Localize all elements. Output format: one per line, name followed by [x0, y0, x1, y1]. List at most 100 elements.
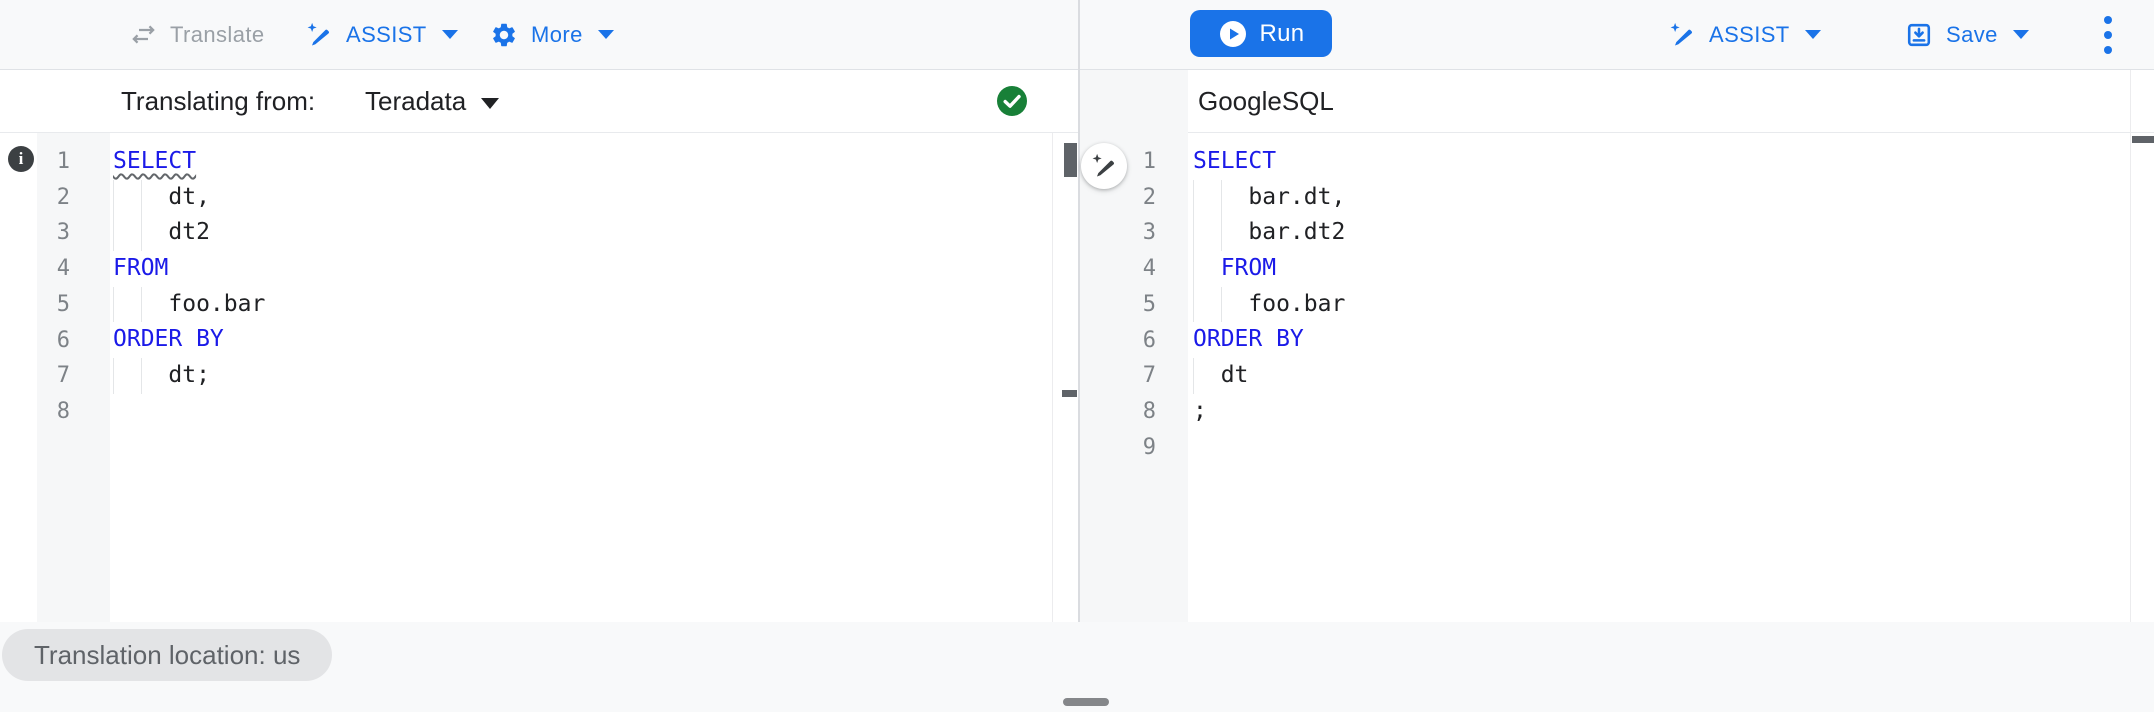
indent-guide — [140, 358, 142, 394]
line-number: 6 — [56, 327, 70, 353]
translate-button[interactable]: Translate — [130, 0, 265, 69]
success-check-icon — [997, 86, 1027, 116]
line-number: 2 — [1142, 184, 1156, 210]
assist-menu-right[interactable]: ASSIST — [1668, 0, 1821, 69]
code-line: SELECT — [1193, 144, 2123, 180]
code-line: bar.dt2 — [1193, 215, 2123, 252]
code-line: ; — [1193, 394, 2123, 430]
source-pane: Translating from: Teradata i 1 2 3 4 5 6 7 8 SE… — [0, 70, 1078, 622]
save-menu[interactable]: Save — [1905, 0, 2029, 69]
line-number: 8 — [56, 398, 70, 424]
source-line-numbers: 1 2 3 4 5 6 7 8 — [0, 144, 70, 430]
indent-guide — [1220, 179, 1222, 216]
code-line: foo.bar — [113, 286, 1043, 323]
indent-guide — [113, 179, 114, 216]
code-line: dt — [1193, 358, 2123, 394]
chevron-down-icon — [1804, 30, 1821, 39]
code-line: SELECT — [113, 144, 1043, 180]
code-token: bar.dt2 — [1248, 219, 1346, 246]
line-number: 4 — [56, 256, 70, 282]
chevron-down-icon — [597, 30, 614, 39]
pane-resize-handle[interactable] — [1063, 698, 1109, 706]
chevron-down-icon — [2012, 30, 2029, 39]
run-label: Run — [1259, 19, 1305, 47]
code-token: SELECT — [113, 148, 197, 174]
code-line: FROM — [113, 251, 1043, 287]
indent-guide — [113, 358, 114, 394]
assist-label: ASSIST — [1709, 21, 1790, 47]
line-number: 7 — [56, 363, 70, 389]
more-menu[interactable]: More — [490, 0, 614, 69]
indent-guide — [140, 215, 142, 252]
kebab-menu-icon[interactable] — [2092, 0, 2124, 69]
translation-location-label: Translation location: us — [34, 639, 301, 670]
line-number: 5 — [56, 291, 70, 317]
code-token: ORDER BY — [113, 326, 224, 353]
code-token: ; — [1193, 397, 1207, 424]
line-number: 6 — [1142, 327, 1156, 353]
translation-location-chip: Translation location: us — [2, 629, 333, 681]
code-line: ORDER BY — [113, 322, 1043, 358]
code-line: FROM — [1193, 251, 2123, 287]
code-line: ORDER BY — [1193, 322, 2123, 358]
source-dialect-select[interactable]: Teradata — [365, 86, 500, 117]
indent-guide — [1193, 358, 1194, 394]
indent-guide — [140, 179, 142, 216]
line-number: 4 — [1142, 256, 1156, 282]
save-box-icon — [1905, 21, 1933, 49]
indent-guide — [1220, 286, 1222, 323]
target-pane-header: GoogleSQL — [1188, 70, 2154, 133]
source-scrollbar-thumb[interactable] — [1064, 143, 1077, 177]
target-scrollbar-thumb[interactable] — [2132, 136, 2154, 143]
line-number: 3 — [1142, 220, 1156, 246]
code-token: foo.bar — [168, 290, 266, 317]
code-token: foo.bar — [1248, 290, 1346, 317]
dialect-value: Teradata — [365, 86, 467, 116]
code-token: dt2 — [168, 219, 210, 246]
indent-guide — [113, 286, 114, 323]
line-number: 8 — [1142, 398, 1156, 424]
pane-divider[interactable] — [1078, 0, 1080, 622]
code-token: ORDER BY — [1193, 326, 1304, 353]
indent-guide — [1220, 215, 1222, 252]
indent-guide — [1193, 215, 1194, 252]
code-token: dt — [1220, 362, 1249, 389]
code-line — [1193, 430, 2123, 466]
indent-guide — [1193, 179, 1194, 216]
line-number: 2 — [56, 184, 70, 210]
code-token: dt, — [168, 183, 210, 210]
info-icon[interactable]: i — [8, 146, 34, 172]
magic-pen-icon — [305, 21, 333, 49]
code-token: dt; — [168, 362, 210, 389]
save-label: Save — [1946, 21, 1998, 47]
code-line — [113, 394, 1043, 430]
indent-guide — [140, 286, 142, 323]
line-number: 5 — [1142, 291, 1156, 317]
magic-pen-icon[interactable] — [1081, 143, 1127, 189]
source-scrollbar-track — [1052, 133, 1053, 622]
line-number: 1 — [56, 149, 70, 174]
code-line: dt, — [113, 179, 1043, 216]
line-number: 3 — [56, 220, 70, 246]
run-button[interactable]: Run — [1190, 10, 1332, 57]
gear-icon — [490, 21, 518, 49]
indent-guide — [1193, 251, 1194, 287]
translating-from-label: Translating from: — [121, 86, 316, 116]
assist-menu-left[interactable]: ASSIST — [305, 0, 458, 69]
chevron-down-icon — [481, 98, 500, 109]
source-pane-header: Translating from: Teradata — [0, 70, 1078, 133]
assist-label: ASSIST — [346, 21, 427, 47]
code-token: FROM — [1220, 255, 1277, 282]
magic-pen-icon — [1668, 21, 1696, 49]
code-token: FROM — [113, 255, 169, 282]
target-scrollbar-track — [2130, 70, 2131, 622]
code-line: foo.bar — [1193, 286, 2123, 323]
code-token: SELECT — [1193, 148, 1277, 174]
line-number: 9 — [1142, 434, 1156, 460]
chevron-down-icon — [441, 30, 458, 39]
translate-label: Translate — [170, 21, 265, 47]
